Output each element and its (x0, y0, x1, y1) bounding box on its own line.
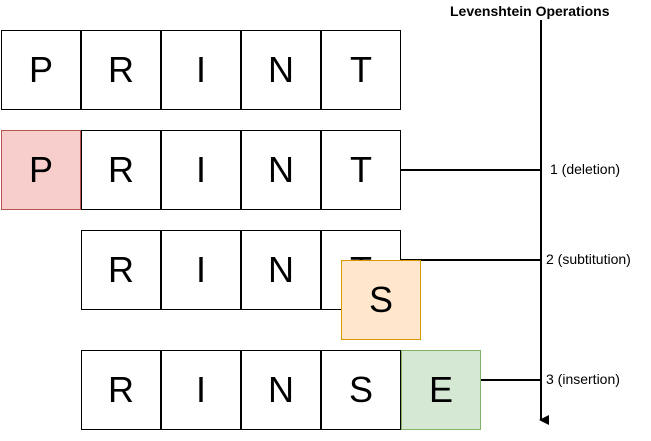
row2-cell-3: I (161, 130, 241, 210)
row3-cell-1: R (81, 230, 161, 310)
row2-deleted-cell: P (1, 130, 81, 210)
row2-cell-4: N (241, 130, 321, 210)
operation-label-substitution: 2 (subtitution) (546, 251, 631, 267)
row2-cell-2: R (81, 130, 161, 210)
operation-label-deletion: 1 (deletion) (550, 161, 621, 177)
row1-cell-5: T (321, 30, 401, 110)
row4-inserted-cell: E (401, 350, 481, 430)
row4-cell-3: N (241, 350, 321, 430)
diagram-title: Levenshtein Operations (450, 3, 610, 19)
row4-cell-1: R (81, 350, 161, 430)
row3-cell-2: I (161, 230, 241, 310)
operation-label-insertion: 3 (insertion) (546, 371, 620, 387)
row1-cell-4: N (241, 30, 321, 110)
row4-cell-4: S (321, 350, 401, 430)
row1-cell-3: I (161, 30, 241, 110)
row3-substituted-cell: S (341, 260, 421, 340)
row1-cell-1: P (1, 30, 81, 110)
row3-cell-3: N (241, 230, 321, 310)
row2-cell-5: T (321, 130, 401, 210)
row4-cell-2: I (161, 350, 241, 430)
row1-cell-2: R (81, 30, 161, 110)
